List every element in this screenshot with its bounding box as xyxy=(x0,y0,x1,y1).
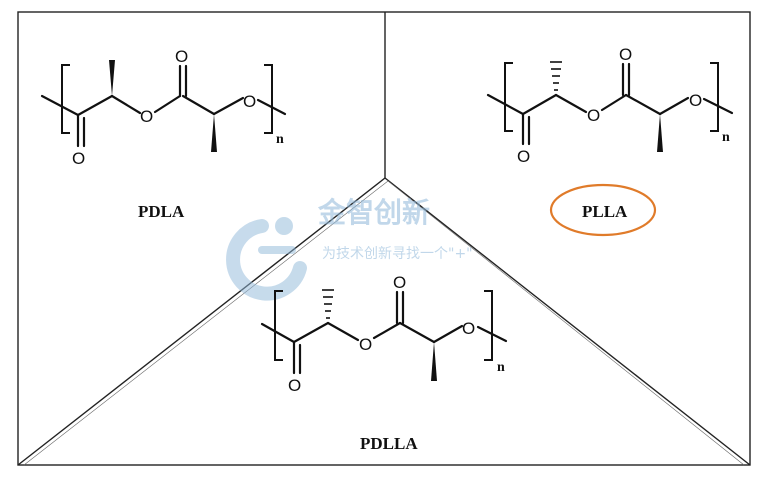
outer-border xyxy=(17,11,751,466)
wedge-bond xyxy=(657,114,663,152)
label-pdla: PDLA xyxy=(138,202,185,221)
bond xyxy=(554,93,588,114)
bracket-right xyxy=(484,290,493,361)
bracket-left xyxy=(61,64,70,134)
bond xyxy=(600,93,628,112)
carbonyl-oxygen-2: O xyxy=(175,47,188,66)
watermark-title: 金智创新 xyxy=(317,196,430,229)
ester-oxygen-2: O xyxy=(243,92,256,111)
ester-oxygen-1: O xyxy=(359,335,372,354)
bond xyxy=(292,321,330,344)
carbonyl-oxygen-1: O xyxy=(288,376,301,395)
wedge-bond xyxy=(431,342,437,381)
wedge-bond xyxy=(109,60,115,96)
ester-oxygen-1: O xyxy=(587,106,600,125)
bond xyxy=(658,96,690,116)
structure-plla: O O O O n PLLA xyxy=(486,45,734,237)
bond xyxy=(624,93,662,116)
label-pdlla: PDLLA xyxy=(360,434,418,453)
carbonyl-oxygen-1: O xyxy=(72,149,85,168)
repeat-subscript: n xyxy=(276,132,284,147)
right-diagonal-shadow xyxy=(387,180,745,466)
bracket-left xyxy=(274,290,283,361)
hashed-bond xyxy=(322,289,334,319)
wedge-bond xyxy=(211,114,217,152)
bond xyxy=(110,94,142,115)
left-diagonal-shadow xyxy=(23,180,389,466)
bond xyxy=(153,94,182,114)
bond xyxy=(181,94,216,116)
watermark-slogan: 为技术创新寻找一个"+" xyxy=(322,246,473,262)
bond xyxy=(212,96,245,116)
highlight-ellipse xyxy=(549,183,657,237)
bond xyxy=(76,94,114,117)
carbonyl-oxygen-1: O xyxy=(517,147,530,166)
bond xyxy=(521,93,558,116)
hashed-bond xyxy=(550,61,562,91)
left-diagonal xyxy=(17,177,386,466)
repeat-subscript: n xyxy=(722,130,730,145)
bond xyxy=(326,321,360,342)
bond xyxy=(486,93,525,116)
right-diagonal xyxy=(384,177,751,466)
ester-oxygen-2: O xyxy=(462,319,475,338)
watermark-logo-icon xyxy=(226,217,307,301)
bond xyxy=(372,321,402,340)
ester-oxygen-1: O xyxy=(140,107,153,126)
carbonyl-oxygen-2: O xyxy=(619,45,632,64)
label-plla: PLLA xyxy=(582,202,628,221)
bond xyxy=(432,324,464,344)
structure-pdlla: O O O O n PDLLA xyxy=(260,273,508,453)
repeat-subscript: n xyxy=(497,360,505,375)
bracket-left xyxy=(504,62,513,132)
watermark: 金智创新 为技术创新寻找一个"+" xyxy=(226,196,473,301)
panel-frame xyxy=(17,11,751,466)
carbonyl-oxygen-2: O xyxy=(393,273,406,292)
structure-pdla: O O O O n PDLA xyxy=(40,47,287,221)
ester-oxygen-2: O xyxy=(689,91,702,110)
bond xyxy=(40,94,80,117)
bracket-right xyxy=(710,62,719,132)
bond xyxy=(398,321,436,344)
bond xyxy=(260,322,296,344)
bracket-right xyxy=(264,64,273,134)
